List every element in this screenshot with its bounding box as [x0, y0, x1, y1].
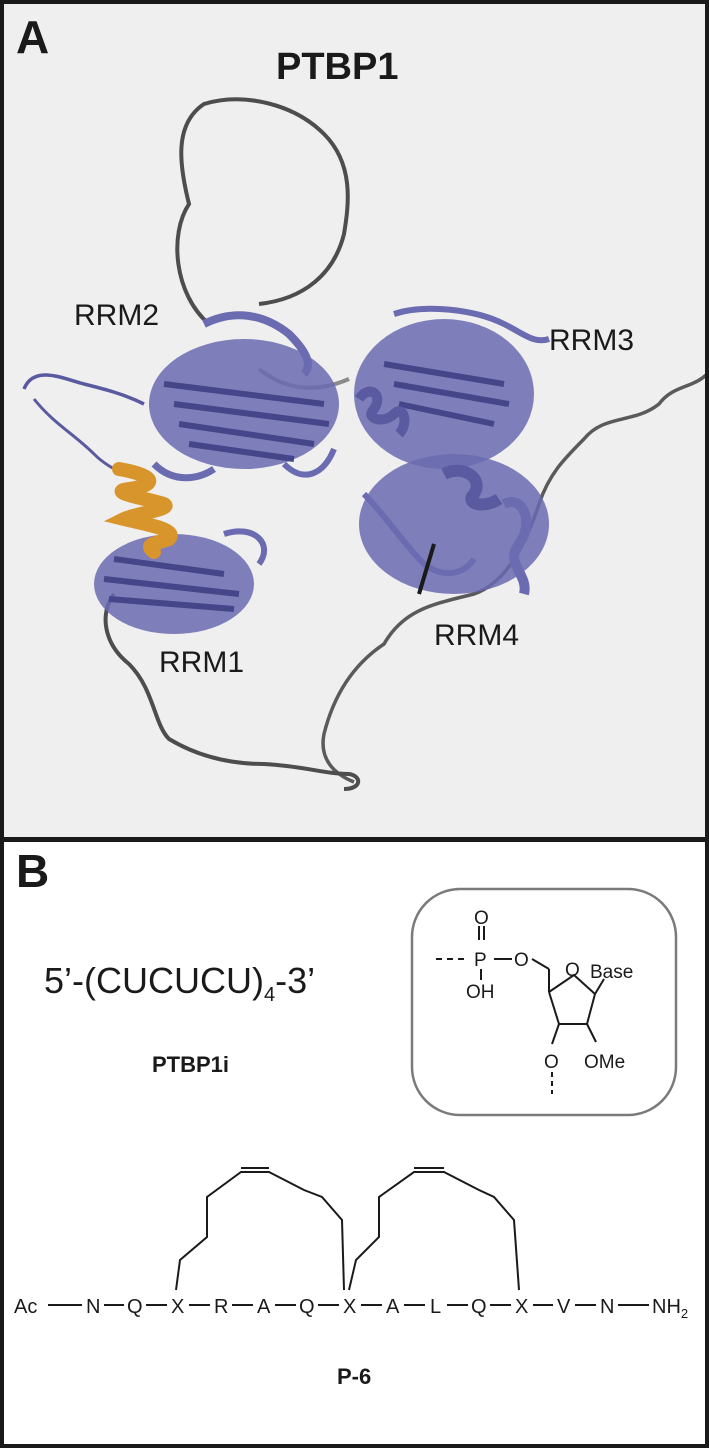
ring-oxygen: O — [565, 960, 580, 981]
residue-q1: Q — [127, 1296, 143, 1318]
label-rrm3: RRM3 — [549, 324, 635, 357]
rrm2-fold — [149, 311, 339, 482]
nh2-subscript: 2 — [681, 1306, 688, 1321]
panel-a-letter: A — [16, 11, 50, 63]
nucleotide-box — [410, 887, 678, 1117]
panel-a: A PTBP1 RRM2 RRM3 RRM1 RRM4 — [0, 0, 709, 841]
phosphate-o-top: O — [474, 908, 489, 929]
peptide-label: P-6 — [337, 1364, 372, 1389]
residue-nh2: NH2 — [652, 1296, 688, 1321]
phosphate-oh: OH — [466, 982, 495, 1003]
rrm3-fold — [354, 305, 550, 469]
bottom-loop — [103, 592, 361, 791]
rna-sequence: 5’-(CUCUCU)4-3’ — [44, 960, 315, 1007]
sequence-main: 5’-(CUCUCU) — [44, 960, 264, 1001]
residue-x1: X — [171, 1296, 184, 1318]
o3-label: O — [544, 1052, 559, 1073]
n-tail — [22, 373, 145, 406]
residue-q2: Q — [299, 1296, 315, 1318]
staple-2 — [348, 1167, 520, 1291]
nh-text: NH — [652, 1296, 681, 1318]
residue-a2: A — [386, 1296, 400, 1318]
residue-x3: X — [515, 1296, 528, 1318]
label-rrm2: RRM2 — [74, 299, 160, 332]
phosphate-o-link: O — [514, 950, 529, 971]
rrm1-fold — [94, 528, 267, 634]
label-rrm4: RRM4 — [434, 619, 520, 652]
panel-b: B 5’-(CUCUCU)4-3’ PTBP1i O P O OH O Base… — [0, 838, 709, 1448]
top-loop — [175, 97, 350, 326]
panel-a-title: PTBP1 — [276, 46, 399, 88]
ptbp1-structure — [22, 97, 705, 791]
sequence-end: -3’ — [275, 960, 316, 1001]
residue-n1: N — [86, 1296, 100, 1318]
residue-l: L — [430, 1296, 441, 1318]
n-tail-2 — [32, 398, 125, 476]
rrm4-fold — [359, 454, 549, 596]
residue-r: R — [214, 1296, 228, 1318]
staple-1 — [175, 1167, 345, 1291]
phosphorus: P — [474, 950, 487, 971]
chemical-structures: O P O OH O Base O OMe Ac — [12, 887, 701, 1321]
inhibitor-label: PTBP1i — [152, 1052, 230, 1077]
residue-v: V — [557, 1296, 571, 1318]
residue-q3: Q — [471, 1296, 487, 1318]
residue-ac: Ac — [14, 1296, 37, 1318]
label-rrm1: RRM1 — [159, 646, 245, 679]
panel-b-letter: B — [16, 845, 50, 897]
orange-helix — [103, 462, 178, 559]
sequence-subscript: 4 — [263, 984, 276, 1007]
residue-a1: A — [257, 1296, 271, 1318]
residue-x2: X — [343, 1296, 356, 1318]
base-label: Base — [590, 962, 633, 983]
residue-n2: N — [600, 1296, 614, 1318]
ome-label: OMe — [584, 1052, 625, 1073]
